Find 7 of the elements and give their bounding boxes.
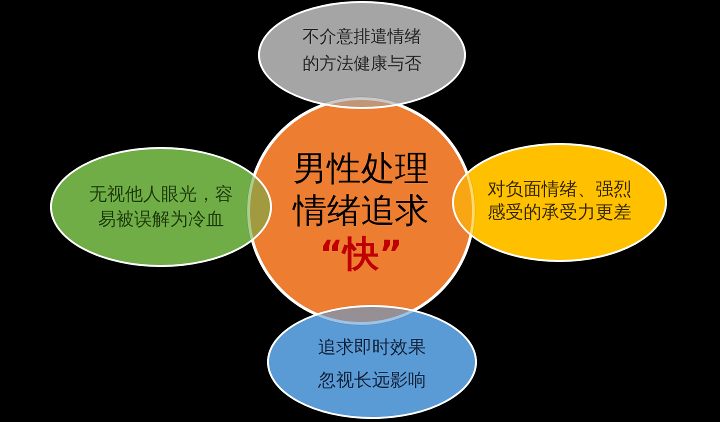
idea-text: 不介意排遣情绪的方法健康与否 bbox=[302, 26, 422, 76]
topic-text: 男性处理情绪追求 bbox=[291, 148, 430, 232]
idea-text: 无视他人眼光，容易被误解为冷血 bbox=[88, 183, 234, 232]
idea-text: 追求即时效果 bbox=[317, 336, 427, 360]
idea-text: 对负面情绪、强烈感受的承受力更差 bbox=[486, 178, 632, 224]
idea-text: 忽视长远影响 bbox=[317, 368, 427, 392]
emphasis-text: “快” bbox=[319, 233, 403, 277]
